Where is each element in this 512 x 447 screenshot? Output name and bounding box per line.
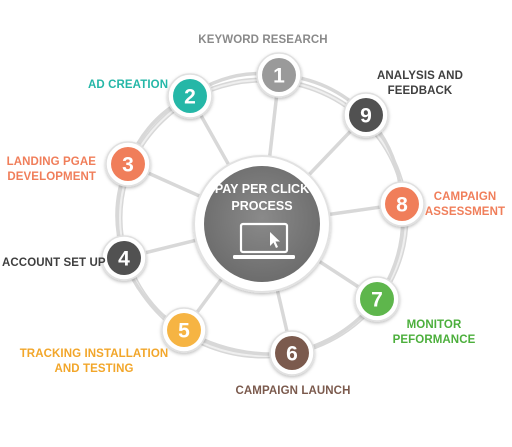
step-number: 5 (178, 320, 190, 343)
step-label-7: MONITOR PEFORMANCE (380, 318, 488, 348)
step-label-9-line1: ANALYSIS AND (377, 70, 463, 82)
step-node-fill (349, 98, 383, 132)
step-label-2: AD CREATION (88, 78, 188, 93)
step-node-3: 3 (105, 141, 151, 187)
step-label-7-line2: PEFORMANCE (392, 334, 476, 346)
step-label-8-line1: CAMPAIGN (433, 191, 497, 203)
step-node-2: 2 (167, 73, 213, 119)
step-node-fill (262, 58, 296, 92)
step-node-fill (275, 336, 309, 370)
step-node-fill (173, 79, 207, 113)
step-nodes: 1 2 3 4 5 6 7 8 9 (101, 52, 425, 376)
step-label-5: TRACKING INSTALLATION AND TESTING (14, 347, 174, 377)
step-node-4: 4 (101, 235, 147, 281)
step-node-1: 1 (256, 52, 302, 98)
center-hub: PAY PER CLICK PROCESS (193, 155, 331, 293)
step-node-fill (360, 282, 394, 316)
step-label-5-line2: AND TESTING (54, 363, 134, 375)
step-label-6-line1: CAMPAIGN LAUNCH (235, 385, 351, 397)
step-number: 4 (118, 248, 130, 271)
step-number: 1 (273, 65, 285, 88)
step-label-2-line1: AD CREATION (88, 79, 169, 91)
step-label-5-line1: TRACKING INSTALLATION (19, 348, 169, 360)
step-label-8-line2: ASSESSMENT (424, 206, 506, 218)
step-node-5: 5 (161, 307, 207, 353)
step-label-1-line1: KEYWORD RESEARCH (198, 34, 328, 46)
center-title-line1: PAY PER CLICK (215, 182, 309, 196)
step-label-6: CAMPAIGN LAUNCH (218, 384, 368, 399)
step-label-3: LANDING PGAE DEVELOPMENT (2, 155, 96, 185)
step-number: 3 (122, 154, 134, 177)
step-label-8: CAMPAIGN ASSESSMENT (420, 190, 510, 220)
step-node-9: 9 (343, 92, 389, 138)
step-node-7: 7 (354, 276, 400, 322)
step-label-9: ANALYSIS AND FEEDBACK (366, 69, 474, 99)
step-node-fill (167, 313, 201, 347)
step-number: 7 (371, 289, 383, 312)
step-node-6: 6 (269, 330, 315, 376)
step-node-fill (111, 147, 145, 181)
step-label-4-line1: ACCOUNT SET UP (2, 257, 106, 269)
step-label-9-line2: FEEDBACK (387, 85, 453, 97)
step-node-fill (107, 241, 141, 275)
step-number: 6 (286, 343, 298, 366)
step-label-1: KEYWORD RESEARCH (196, 33, 330, 48)
step-number: 8 (396, 194, 408, 217)
step-number: 2 (184, 86, 196, 109)
step-number: 9 (360, 105, 372, 128)
step-label-3-line1: LANDING PGAE (6, 156, 96, 168)
step-node-fill (385, 187, 419, 221)
laptop-cursor-icon (233, 222, 295, 259)
step-node-8: 8 (379, 181, 425, 227)
center-title-line2: PROCESS (231, 199, 292, 213)
step-label-7-line1: MONITOR (406, 319, 462, 331)
step-label-3-line2: DEVELOPMENT (7, 171, 96, 183)
step-label-4: ACCOUNT SET UP (2, 256, 106, 271)
